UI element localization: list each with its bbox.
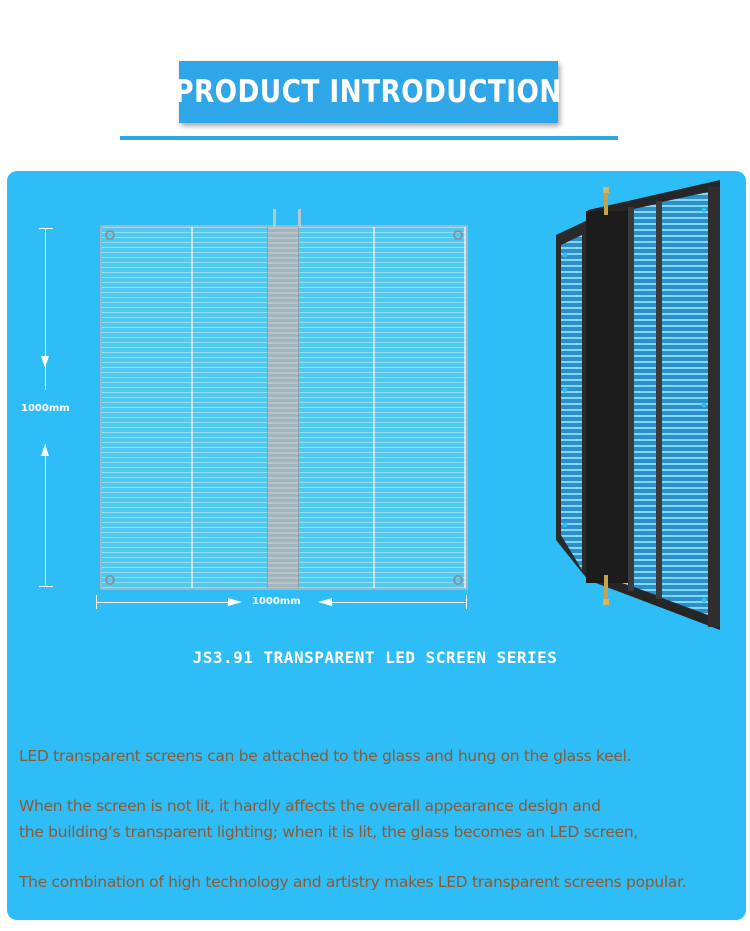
mounting-hole-icon bbox=[105, 575, 115, 585]
mounting-hole-icon bbox=[453, 230, 463, 240]
led-panel-connector-pin bbox=[273, 209, 276, 227]
title-banner: PRODUCT INTRODUCTION bbox=[175, 61, 562, 123]
description-paragraph-3: The combination of high technology and a… bbox=[19, 873, 687, 891]
product-series-title: JS3.91 TRANSPARENT LED SCREEN SERIES bbox=[192, 648, 558, 667]
arrow-right-icon bbox=[228, 598, 242, 606]
mounting-hole-icon bbox=[105, 230, 115, 240]
led-panel-front-view bbox=[100, 209, 468, 590]
width-dimension-line-left bbox=[96, 602, 232, 603]
width-dimension-line-right bbox=[332, 602, 466, 603]
width-dimension-label: 1000mm bbox=[252, 596, 301, 607]
led-panel-connector-pin bbox=[298, 209, 301, 227]
mounting-hole-icon bbox=[453, 575, 463, 585]
height-dimension-bottom-tick bbox=[39, 586, 53, 587]
height-dimension-line-top bbox=[45, 228, 46, 390]
height-dimension-top-tick bbox=[39, 228, 53, 229]
height-dimension-line-bottom bbox=[45, 444, 46, 586]
width-dimension-right-tick bbox=[466, 595, 467, 609]
description-paragraph-1: LED transparent screens can be attached … bbox=[19, 747, 632, 765]
description-paragraph-2-line-2: the building’s transparent lighting; whe… bbox=[19, 823, 638, 841]
description-paragraph-2-line-1: When the screen is not lit, it hardly af… bbox=[19, 797, 601, 815]
arrow-left-icon bbox=[318, 598, 332, 606]
title-underline bbox=[120, 136, 618, 140]
arrow-down-icon bbox=[41, 356, 49, 368]
led-panel-side-view bbox=[556, 180, 720, 630]
page-title: PRODUCT INTRODUCTION bbox=[174, 74, 563, 110]
led-panel-center-spine bbox=[267, 227, 299, 588]
height-dimension-label: 1000mm bbox=[21, 403, 70, 414]
